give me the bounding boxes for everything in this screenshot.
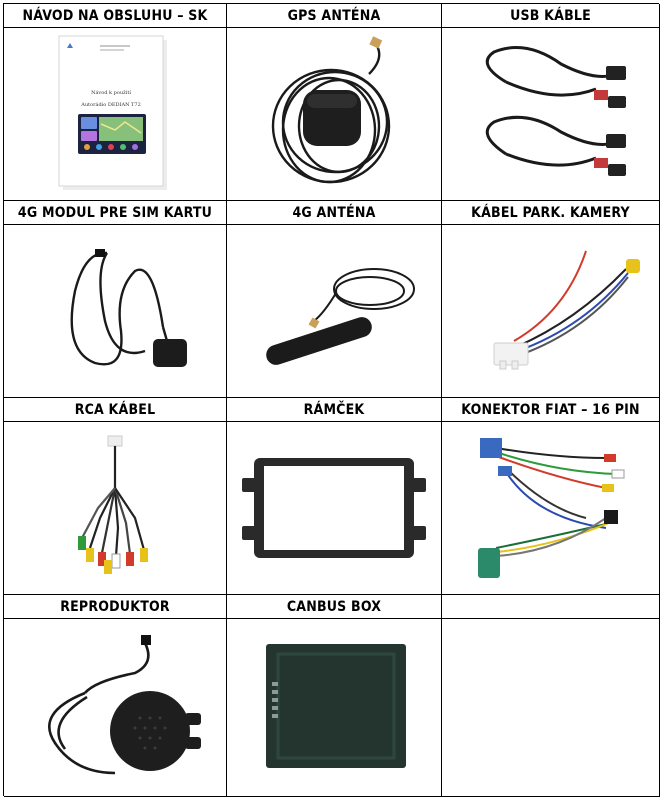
parking-camera-cable-cell	[442, 225, 660, 398]
gps-antenna-cell	[227, 28, 442, 201]
header-empty	[442, 595, 660, 619]
header-rca-cable: RCA KÁBEL	[4, 398, 227, 422]
parking-camera-cable-image	[493, 250, 640, 370]
frame-image	[242, 458, 426, 558]
manual-line1: Návod k použití	[91, 89, 131, 96]
header-gps-antenna: GPS ANTÉNA	[227, 4, 442, 28]
fiat-connector-image	[477, 438, 624, 578]
header-canbus-box: CANBUS BOX	[227, 595, 442, 619]
rca-cable-image	[78, 435, 148, 574]
header-4g-antenna: 4G ANTÉNA	[227, 201, 442, 225]
usb-cables-image	[485, 46, 626, 176]
canbus-box-cell	[227, 619, 442, 797]
speaker-image	[48, 634, 201, 774]
header-frame: RÁMČEK	[227, 398, 442, 422]
header-parking-camera-cable: KÁBEL PARK. KAMERY	[442, 201, 660, 225]
rca-cable-cell	[4, 422, 227, 595]
empty-cell	[442, 619, 660, 797]
gps-antenna-image	[271, 36, 391, 184]
accessories-table: NÁVOD NA OBSLUHU – SK GPS ANTÉNA USB KÁB…	[3, 3, 660, 797]
usb-cables-cell	[442, 28, 660, 201]
4g-module-image	[70, 249, 187, 367]
4g-antenna-cell	[227, 225, 442, 398]
manual-cell: Návod k použití Autorádio DEDIAN T72	[4, 28, 227, 201]
header-usb-cables: USB KÁBLE	[442, 4, 660, 28]
header-manual: NÁVOD NA OBSLUHU – SK	[4, 4, 227, 28]
header-speaker: REPRODUKTOR	[4, 595, 227, 619]
fiat-connector-cell	[442, 422, 660, 595]
header-fiat-connector: KONEKTOR FIAT – 16 PIN	[442, 398, 660, 422]
manual-image: Návod k použití Autorádio DEDIAN T72	[58, 35, 167, 190]
manual-line2: Autorádio DEDIAN T72	[80, 101, 141, 108]
frame-cell	[227, 422, 442, 595]
4g-antenna-image	[266, 268, 415, 365]
speaker-cell	[4, 619, 227, 797]
canbus-box-image	[266, 643, 406, 768]
4g-module-cell	[4, 225, 227, 398]
header-4g-module: 4G MODUL PRE SIM KARTU	[4, 201, 227, 225]
